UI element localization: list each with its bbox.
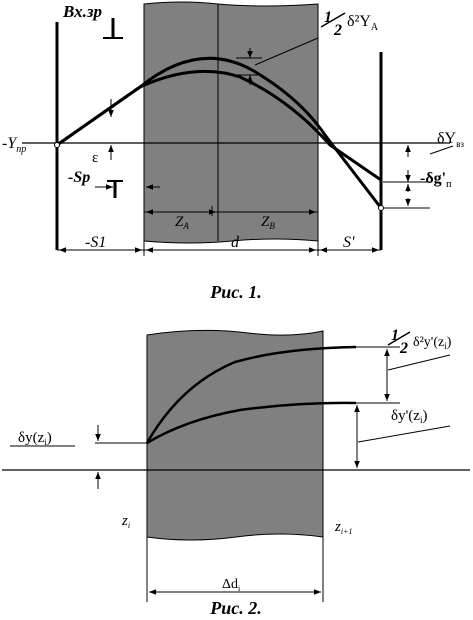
fig2-label-half-den: 2 (399, 340, 408, 357)
fig2-curve-lower (146, 401, 357, 445)
fig1-half-slash (320, 12, 346, 28)
figure-2: 1 2 δ²y'(zi) δy'(zi) δy(zi) zi zi+1 Δdi … (2, 327, 470, 618)
fig1-label-delta2ya: δ²YA (347, 13, 379, 33)
fig1-label-bxzr: Вх.зр (62, 2, 102, 21)
fig2-deltay-leader (357, 425, 451, 443)
fig1-delta2-leader (254, 37, 319, 66)
fig1-material-block (143, 1, 319, 244)
fig1-label-minus-ypr: -Yпр (2, 135, 26, 155)
fig2-caption: Рис. 2. (209, 598, 262, 618)
fig2-label-delta2y: δ²y'(zi) (413, 335, 452, 351)
fig2-label-delta-di: Δdi (222, 577, 241, 593)
fig1-label-minus-s1: -S1 (85, 234, 106, 251)
fig1-label-sprime: S' (343, 234, 355, 251)
fig1-curve-upper (56, 56, 383, 209)
fig2-label-deltayz: δy(zi) (18, 430, 52, 447)
fig2-label-half-num: 1 (391, 327, 399, 344)
fig1-label-minus-sp: -Sp (68, 169, 90, 186)
fig2-delta2-leader (387, 354, 451, 371)
fig1-label-deltay: δYвз (437, 130, 464, 149)
fig1-label-half-num: 1 (324, 9, 332, 26)
figure-1: Вх.зр 1 2 δ²YA -Yпр ε δYвз -Sp -δg'п ZA … (2, 1, 464, 302)
fig1-label-half-den: 2 (333, 22, 342, 39)
fig1-deltay-leader (429, 145, 454, 155)
fig2-half-slash (387, 331, 411, 346)
fig1-label-epsilon: ε (92, 150, 98, 166)
fig2-label-zi: zi (121, 513, 130, 530)
fig1-caption: Рис. 1. (209, 282, 262, 302)
fig1-label-zb: ZB (261, 214, 275, 231)
fig1-curve-lower (56, 69, 382, 182)
fig1-label-deltag: -δg'п (420, 170, 452, 190)
fig2-curve-upper (145, 345, 357, 444)
fig2-label-zi1: zi+1 (334, 519, 352, 536)
fig1-left-point (54, 142, 60, 148)
fig2-label-deltayprime: δy'(zi) (391, 408, 427, 425)
fig1-label-za: ZA (175, 214, 189, 231)
fig1-label-d: d (231, 234, 240, 251)
fig1-right-point (378, 205, 384, 211)
